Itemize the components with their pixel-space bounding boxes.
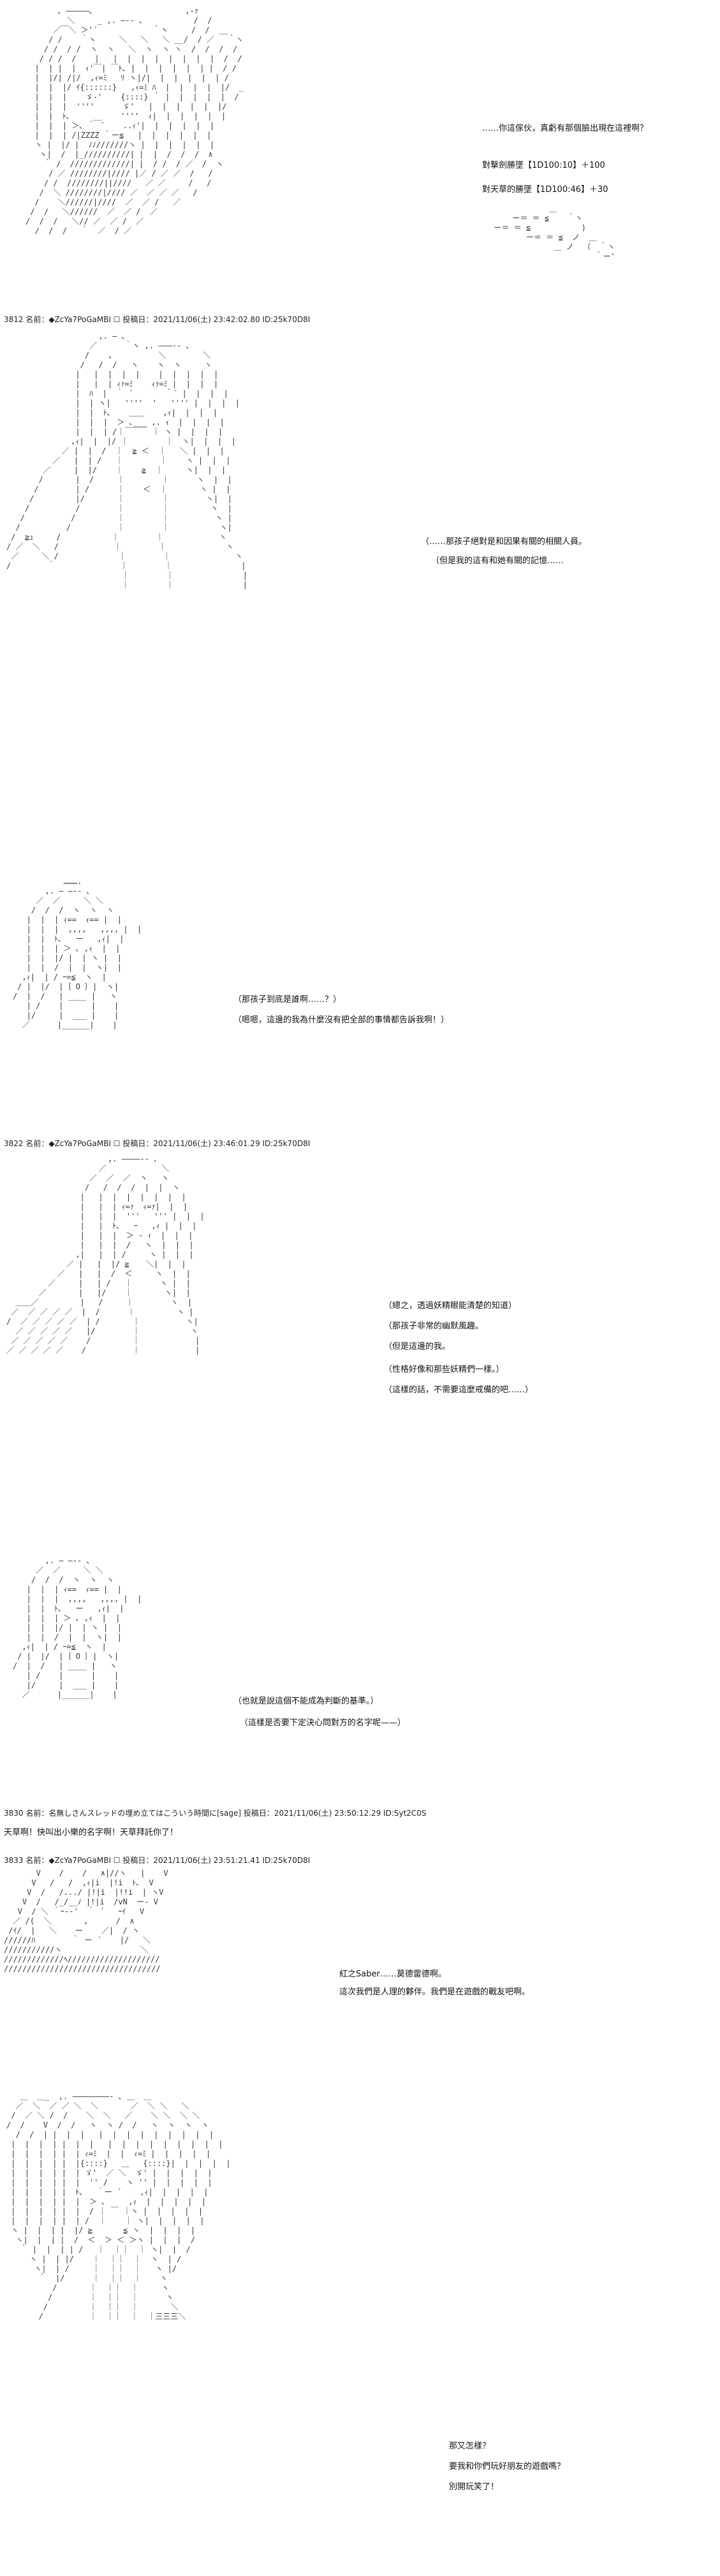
ascii-art-panel-3: ………. ,. ― ―‐- ､ ／ ／ ＼ ＼ / / / ヽ ヽ ヽ | | …: [13, 877, 142, 1029]
dialogue-line: 這次我們是人理的夥伴。我們是在遊戲的戰友吧啊。: [339, 1987, 531, 1997]
dialogue-line: （總之，透過妖精眼能清楚的知道）: [384, 1301, 517, 1311]
dialogue-line: 要我和你們玩好朋友的遊戲嗎？: [449, 2462, 566, 2471]
reply-comment: 天草啊！快叫出小樂的名字啊！天草拜託你了！: [4, 1828, 179, 1837]
dialogue-line: （嗯嗯，這邊的我為什麼沒有把全部的事情都告訴我啊！）: [233, 1015, 450, 1025]
dialogue-line: （……那孩子絕對是和因果有關的相關人員。: [421, 537, 587, 547]
ascii-art-panel-6: V / / ∧|//ヽ | V V / / ,ｨ|i |!i ﾄ､ V V / …: [4, 1869, 168, 1973]
dialogue-line: （這樣是否要下定決心問對方的名字呢——）: [240, 1718, 406, 1728]
dialogue-line: 那又怎樣？: [449, 2441, 491, 2451]
dialogue-line: （也就是說這個不能成為判斷的基準。）: [233, 1696, 379, 1706]
dialogue-line: （那孩子到底是誰啊……？）: [233, 995, 342, 1005]
dialogue-line: （但是這邊的我。: [384, 1342, 451, 1351]
dialogue-line: 紅之Saber……莫德雷德啊。: [339, 1969, 446, 1979]
post-header: 3812 名前：◆ZcYa7PoGaMBI ☐ 投稿日：2021/11/06(土…: [4, 315, 311, 324]
dialogue-line: （那孩子非常的幽默風趣。: [384, 1321, 484, 1331]
ascii-art-panel-1: ､ ―――――､ ,-ｧ ＼ _ ,. ―‐- ､ / / ／￣＼ ＞'´ ｀ヽ…: [26, 6, 244, 235]
ascii-art-panel-4: ,. ――――‐- ､ ／ ＼ ／ ／ ／ ヽ ヽ / / / / | | ヽ …: [6, 1154, 205, 1355]
dialogue-line: （性格好像和那些妖精們一樣。）: [384, 1365, 504, 1374]
post-header: 3830 名前：名無しさんスレッドの埋め立てはこういう時間に[sage] 投稿日…: [4, 1809, 427, 1818]
dialogue-line: （這樣的話，不需要這麼戒備的吧……）: [384, 1385, 534, 1395]
dialogue-line: 對撃劍勝墜【1D100:10】＋100: [482, 161, 605, 170]
post-header: 3822 名前：◆ZcYa7PoGaMBI ☐ 投稿日：2021/11/06(土…: [4, 1139, 311, 1148]
ascii-art-panel-2: ,. ― ､ ／ ｀ヽ ,. ―――‐- ､ / , ＼ ＼ / / / ヽ ヽ…: [6, 332, 248, 589]
ascii-art-smoke: ＿ ー＝ ＝ ≦ ｀ヽ ー＝ ＝ ≦ ) ー＝ ＝ ≦ ノ ＿ ＿ ノ （ ｀ヽ…: [494, 204, 615, 261]
dialogue-line: （但是我的這有和她有關的記憶……: [431, 556, 564, 566]
ascii-art-panel-5: ,. ― ―‐- ､ ／ ／ ＼ ＼ / / / ヽ ヽ ヽ | | | ｨ==…: [13, 1556, 142, 1699]
ascii-art-panel-7: ＿ ＿_ ,. ――――――――- ､ ＿ ＿ ／ ＼ ／ ／ ＼ ＼ ／ ＼ …: [6, 2092, 231, 2321]
dialogue-line: 別開玩笑了！: [449, 2482, 499, 2492]
dialogue-line: 對天草的勝墜【1D100:46】＋30: [482, 185, 608, 195]
dialogue-line: ……你這傢伙，真虧有那個臉出現在這裡啊？: [482, 124, 649, 133]
post-header: 3833 名前：◆ZcYa7PoGaMBI ☐ 投稿日：2021/11/06(土…: [4, 1856, 311, 1865]
